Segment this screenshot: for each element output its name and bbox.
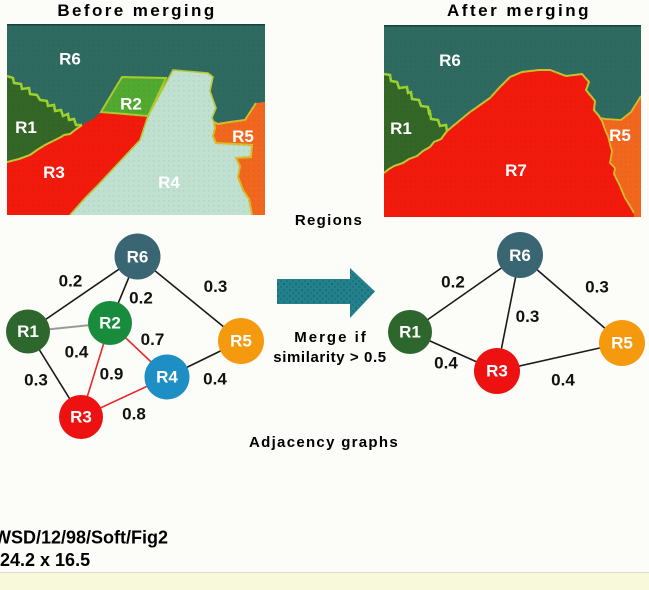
svg-text:R6: R6 [127, 248, 149, 267]
svg-text:R1: R1 [17, 322, 39, 341]
svg-text:0.7: 0.7 [141, 330, 165, 349]
svg-text:R6: R6 [59, 50, 81, 69]
svg-text:Before merging: Before merging [57, 1, 216, 20]
svg-text:Merge if: Merge if [294, 329, 368, 346]
svg-text:R1: R1 [399, 323, 421, 342]
svg-text:R7: R7 [505, 161, 527, 180]
svg-text:R2: R2 [120, 95, 142, 114]
svg-text:R5: R5 [232, 127, 254, 146]
svg-text:Adjacency graphs: Adjacency graphs [249, 434, 399, 451]
svg-text:R4: R4 [156, 368, 178, 387]
svg-text:0.4: 0.4 [551, 371, 575, 390]
svg-text:0.3: 0.3 [204, 277, 228, 296]
svg-text:R2: R2 [99, 314, 121, 333]
svg-text:0.2: 0.2 [441, 273, 465, 292]
svg-text:24.2 x 16.5: 24.2 x 16.5 [0, 550, 90, 570]
svg-text:R3: R3 [70, 408, 92, 427]
svg-text:0.4: 0.4 [203, 370, 227, 389]
svg-text:0.8: 0.8 [122, 405, 146, 424]
svg-text:R5: R5 [611, 334, 633, 353]
svg-text:R4: R4 [158, 173, 180, 192]
svg-text:0.2: 0.2 [129, 289, 153, 308]
svg-text:R1: R1 [15, 118, 37, 137]
svg-text:R3: R3 [486, 362, 508, 381]
svg-text:R6: R6 [509, 246, 531, 265]
svg-text:WSD/12/98/Soft/Fig2: WSD/12/98/Soft/Fig2 [0, 528, 168, 548]
svg-text:R1: R1 [390, 119, 412, 138]
svg-text:0.4: 0.4 [65, 343, 89, 362]
svg-text:similarity > 0.5: similarity > 0.5 [273, 349, 386, 366]
svg-text:0.9: 0.9 [100, 365, 124, 384]
svg-text:0.2: 0.2 [59, 272, 83, 291]
svg-text:R5: R5 [230, 332, 252, 351]
svg-text:R3: R3 [43, 163, 65, 182]
svg-text:0.4: 0.4 [434, 354, 458, 373]
svg-text:0.3: 0.3 [516, 307, 540, 326]
svg-text:Regions: Regions [295, 212, 363, 229]
svg-text:After merging: After merging [447, 1, 591, 20]
svg-text:0.3: 0.3 [585, 278, 609, 297]
svg-text:R6: R6 [439, 51, 461, 70]
svg-text:R5: R5 [609, 126, 631, 145]
svg-text:0.3: 0.3 [24, 371, 48, 390]
